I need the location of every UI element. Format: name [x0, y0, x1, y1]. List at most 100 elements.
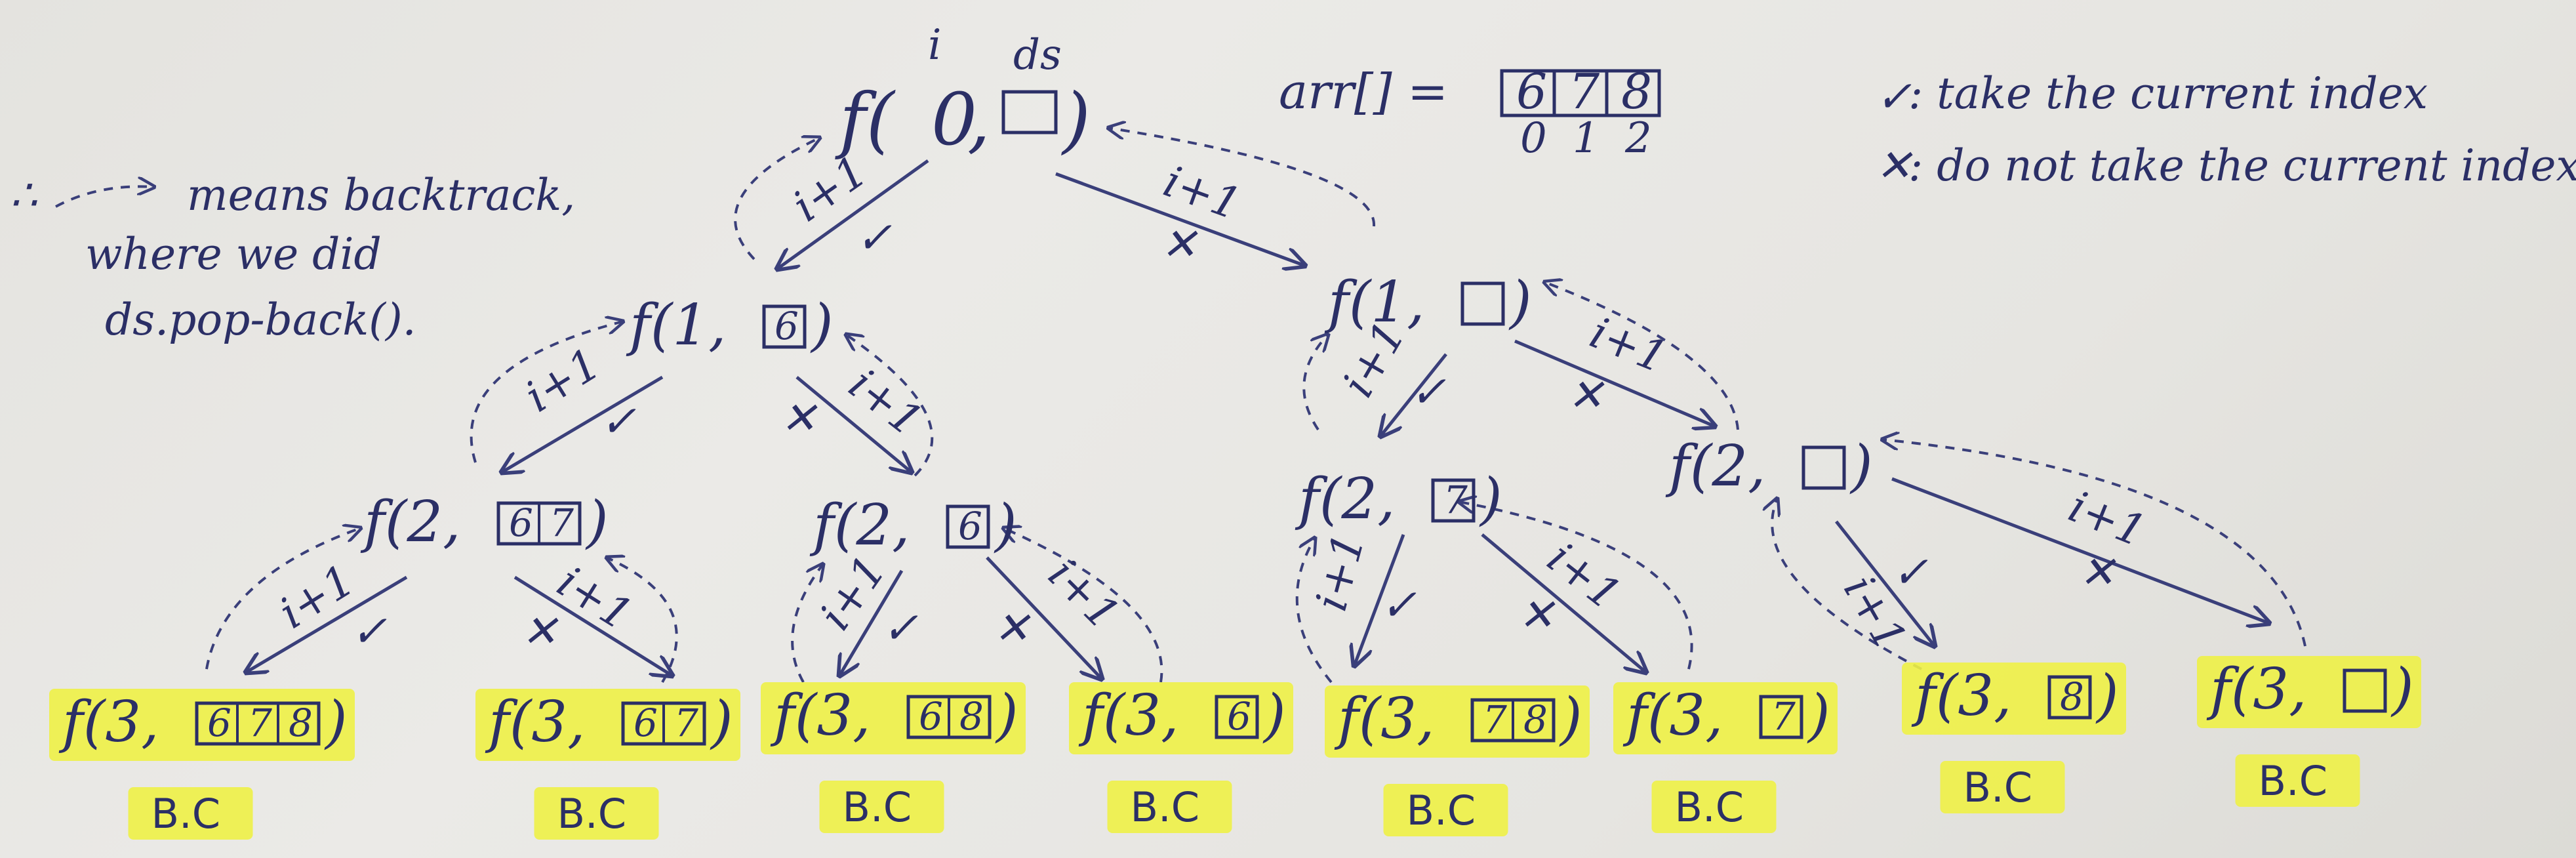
- edge-label-skip: ✕: [2079, 547, 2116, 598]
- node-n2c: f(2,7): [1295, 466, 1502, 532]
- array-definition: arr[] = 6 7 8 0 1 2: [1279, 64, 1661, 163]
- leaf-node-1-cell: 7: [248, 701, 272, 745]
- leaf-node-1-ds-box: [195, 701, 321, 746]
- array-index-0: 0: [1520, 114, 1547, 163]
- node-n2d: f(2,): [1665, 434, 1873, 499]
- node-n1b-ds-box: [1460, 281, 1505, 326]
- node-n2a-prefix: f(2,: [360, 489, 460, 555]
- back-n1b-root: [1108, 128, 1376, 227]
- node-n2b: f(2,6): [809, 493, 1017, 558]
- svg-text:,: ,: [967, 77, 990, 161]
- leaf-node-2-base-case-tag: B.C: [557, 790, 627, 838]
- node-n1a-close: ): [810, 293, 834, 358]
- back-n2b-n1a: [846, 335, 934, 477]
- leaf-node-1-prefix: f(3,: [58, 689, 159, 755]
- edge-label-skip: ✕: [1161, 219, 1198, 270]
- node-n1a: f(1, 6): [626, 293, 834, 358]
- leaf-node-3-prefix: f(3,: [770, 683, 870, 748]
- leaf-node-1-cell: 6: [207, 701, 231, 745]
- edge-n2a-take: [246, 575, 408, 672]
- leaf-node-7-base-case-tag: B.C: [1963, 764, 2033, 811]
- edge-label-skip: ✕: [521, 606, 559, 657]
- back-l1-n2a: [205, 528, 361, 670]
- edge-label-skip: ✕: [994, 603, 1031, 653]
- node-n2d-ds-box: [1801, 445, 1846, 490]
- backtrack-line-1: means backtrack,: [187, 170, 575, 220]
- edge-label-inc: i+1: [839, 359, 932, 447]
- check-icon: ✓: [1876, 72, 1912, 122]
- leaf-node-2-tag-highlight: [534, 787, 659, 840]
- leaf-node-8-prefix: f(3,: [2206, 657, 2306, 722]
- edge-label-inc: i+1: [2062, 481, 2153, 557]
- leaf-node-3-tag-highlight: [819, 781, 944, 833]
- node-n1a-ds-box: [762, 304, 807, 349]
- edge-n1b-skip: [1514, 339, 1715, 426]
- leaf-node-3-cell: 8: [959, 694, 984, 739]
- backtrack-legend: ∴ means backtrack, where we did ds.pop-b…: [10, 170, 575, 345]
- backtrack-line-2: where we did: [85, 229, 382, 279]
- leaf-node-4-cell: 6: [1227, 694, 1251, 739]
- leaf-node-2-close: ): [710, 689, 733, 755]
- leaf-node-3-base-case-tag: B.C: [843, 783, 912, 831]
- edge-label-inc: i+1: [271, 555, 363, 639]
- leaf-node-5-cell: 7: [1483, 697, 1507, 742]
- leaf-node-1-base-case-tag: B.C: [151, 790, 221, 838]
- dashed-arrow-icon: [55, 186, 154, 208]
- back-n1a-root: [734, 138, 820, 260]
- leaf-node-6-base-case-tag: B.C: [1675, 783, 1744, 831]
- edge-label-take: ✓: [882, 603, 918, 653]
- node-n1a-prefix: f(1,: [626, 293, 726, 358]
- leaf-node-7-ds-box: [2047, 675, 2092, 720]
- node-n2b-ds-box: [946, 504, 990, 549]
- edge-n2a-skip: [513, 575, 672, 676]
- leaf-node-8-base-case-tag: B.C: [2259, 757, 2328, 805]
- leaf-node-4-tag-highlight: [1107, 781, 1232, 833]
- leaf-node-6-tag-highlight: [1651, 781, 1777, 833]
- array-index-1: 1: [1573, 114, 1600, 163]
- node-n2a-cell: 6: [509, 500, 533, 545]
- leaf-node-7-cell: 8: [2060, 674, 2084, 719]
- leaf-node-6-cell: 7: [1771, 694, 1796, 739]
- edge-n2b-take: [839, 569, 904, 676]
- leaf-node-5-cell: 8: [1523, 697, 1548, 742]
- root-i-label: i: [928, 21, 941, 70]
- edge-label-take: ✓: [856, 213, 892, 263]
- leaf-node-8-tag-highlight: [2235, 754, 2360, 807]
- node-n2a-cell: 7: [550, 500, 574, 545]
- edge-label-inc: i+1: [1306, 528, 1375, 616]
- back-l2-n2a: [607, 558, 678, 684]
- leaf-node-7-prefix: f(3,: [1911, 663, 2011, 729]
- back-l8-n2d: [1882, 439, 2306, 647]
- node-n2d-close: ): [1849, 434, 1873, 499]
- edge-n2c-take: [1354, 534, 1405, 666]
- edge-label-skip: ✕: [780, 393, 818, 443]
- leaf-node-2-prefix: f(3,: [485, 689, 585, 755]
- node-n2b-cell: 6: [958, 504, 982, 548]
- array-index-2: 2: [1624, 114, 1652, 163]
- edge-n1b-take: [1380, 353, 1447, 436]
- edge-label-skip: ✕: [1567, 370, 1605, 420]
- node-n1a-cell: 6: [775, 304, 799, 348]
- root-ds-label: ds: [1013, 31, 1062, 79]
- leaf-node-3-cell: 6: [919, 694, 943, 739]
- leaf-node-2-cell: 6: [634, 701, 658, 745]
- leaf-node-5-prefix: f(3,: [1334, 686, 1434, 752]
- leaf-node-8-ds-box: [2343, 668, 2387, 713]
- leaf-node-1-tag-highlight: [128, 787, 253, 840]
- edge-n2d-skip: [1891, 477, 2269, 623]
- back-l3-n2b: [791, 564, 823, 683]
- node-n2d-prefix: f(2,: [1665, 434, 1765, 499]
- back-l7-n2d: [1772, 499, 1922, 670]
- leaf-node-4-ds-box: [1215, 695, 1259, 739]
- leaf-node-6-prefix: f(3,: [1622, 683, 1723, 748]
- edge-label-inc: i+1: [517, 338, 609, 422]
- node-n2c-prefix: f(2,: [1295, 466, 1395, 532]
- root-close: ): [1061, 77, 1091, 161]
- leaf-node-6-ds-box: [1759, 695, 1803, 739]
